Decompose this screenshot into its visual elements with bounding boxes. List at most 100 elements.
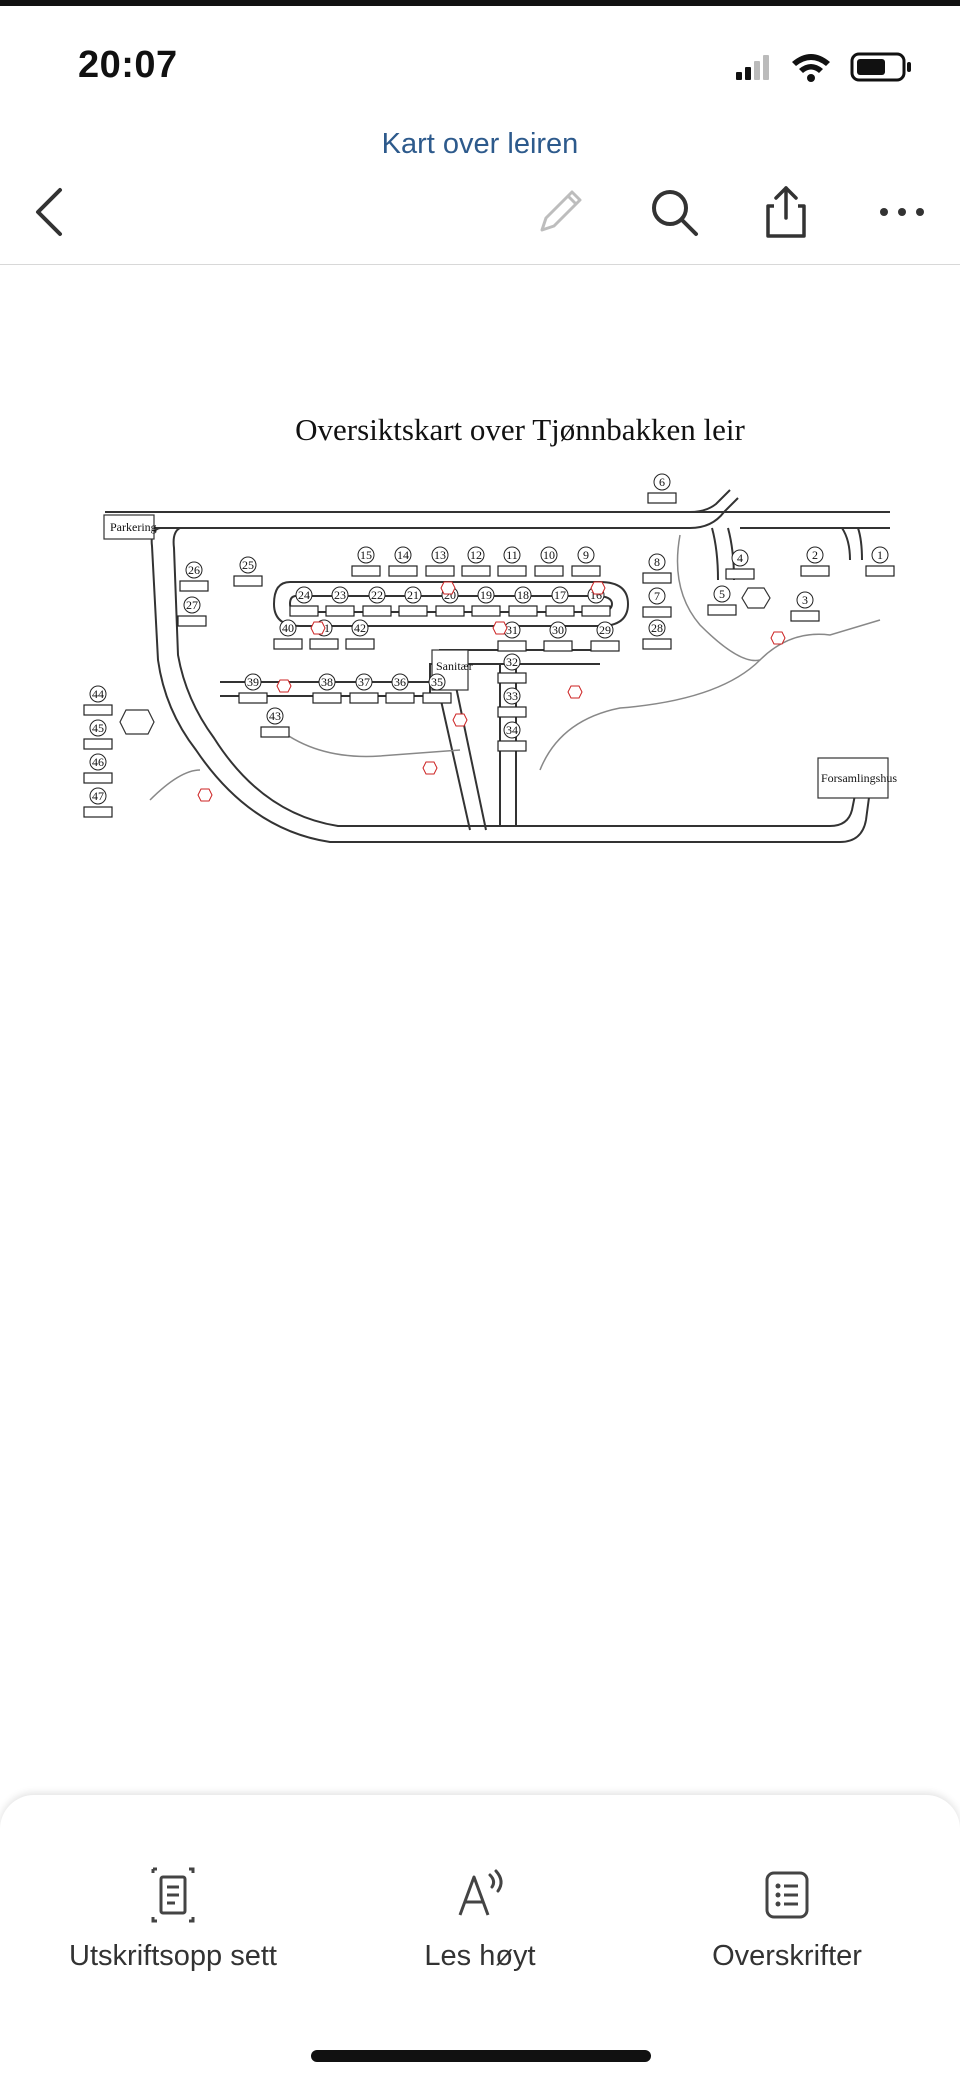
campsite-36: 36 bbox=[385, 673, 415, 704]
campsite-number-circle bbox=[355, 673, 373, 691]
tent-marker bbox=[233, 575, 263, 587]
document-title: Kart over leiren bbox=[381, 128, 579, 160]
tent-marker bbox=[179, 580, 209, 592]
tent-marker bbox=[707, 604, 737, 616]
tent-marker bbox=[497, 672, 527, 684]
campsite-26: 26 bbox=[179, 561, 209, 592]
campsite-number: 15 bbox=[360, 548, 372, 562]
map-title: Oversiktskart over Tjønnbakken leir bbox=[295, 412, 745, 447]
campsite-35: 35 bbox=[422, 673, 452, 704]
campsite-29: 29 bbox=[590, 621, 620, 652]
campsite-number: 39 bbox=[247, 675, 259, 689]
campsite-12: 12 bbox=[461, 546, 491, 577]
campsite-10: 10 bbox=[534, 546, 564, 577]
tent-marker bbox=[273, 638, 303, 650]
campsite-number-circle bbox=[648, 553, 666, 571]
tent-marker bbox=[790, 610, 820, 622]
share-icon[interactable] bbox=[754, 180, 818, 244]
firepit-marker bbox=[440, 581, 456, 595]
campsite-number: 43 bbox=[269, 709, 281, 723]
campsite-number-circle bbox=[357, 546, 375, 564]
campsite-number: 44 bbox=[92, 687, 104, 701]
status-icons bbox=[736, 52, 911, 82]
tent-marker bbox=[425, 565, 455, 577]
status-time: 20:07 bbox=[78, 44, 178, 86]
firepit-layer bbox=[197, 581, 786, 802]
campsite-32: 32 bbox=[497, 653, 527, 684]
campsite-25: 25 bbox=[233, 556, 263, 587]
tent-marker bbox=[497, 706, 527, 718]
campsite-number: 1 bbox=[877, 548, 883, 562]
headings-button[interactable]: Overskrifter bbox=[637, 1865, 937, 1973]
campsite-layer: 1234567891011121314151617181920212223242… bbox=[83, 473, 895, 818]
hexagon-shelter bbox=[119, 709, 155, 735]
campsite-number: 2 bbox=[812, 548, 818, 562]
campsite-number: 37 bbox=[358, 675, 370, 689]
campsite-number-circle bbox=[503, 687, 521, 705]
campsite-number-circle bbox=[428, 673, 446, 691]
tent-marker bbox=[83, 704, 113, 716]
campsite-number: 47 bbox=[92, 789, 104, 803]
campsite-number: 25 bbox=[242, 558, 254, 572]
campsite-number: 31 bbox=[506, 623, 518, 637]
campsite-2: 2 bbox=[800, 546, 830, 577]
campsite-number: 24 bbox=[298, 588, 310, 602]
campsite-number: 26 bbox=[188, 563, 200, 577]
more-icon[interactable] bbox=[870, 180, 934, 244]
campsite-number: 6 bbox=[659, 475, 665, 489]
campsite-19: 19 bbox=[471, 586, 501, 617]
campsite-42: 42 bbox=[345, 619, 375, 650]
campsite-number: 3 bbox=[802, 593, 808, 607]
search-icon[interactable] bbox=[642, 180, 706, 244]
campsite-number-circle bbox=[244, 673, 262, 691]
campsite-number-circle bbox=[89, 787, 107, 805]
tent-marker bbox=[800, 565, 830, 577]
campsite-number: 9 bbox=[583, 548, 589, 562]
tent-marker bbox=[260, 726, 290, 738]
campsite-24: 24 bbox=[289, 586, 319, 617]
campsite-number: 13 bbox=[434, 548, 446, 562]
print-layout-button[interactable]: Utskriftsopp sett bbox=[23, 1865, 323, 1973]
campsite-28: 28 bbox=[642, 619, 672, 650]
campsite-47: 47 bbox=[83, 787, 113, 818]
read-aloud-button[interactable]: Les høyt bbox=[330, 1865, 630, 1973]
campsite-38: 38 bbox=[312, 673, 342, 704]
tent-marker bbox=[581, 605, 611, 617]
campsite-number-circle bbox=[648, 619, 666, 637]
campsite-number: 28 bbox=[651, 621, 663, 635]
campsite-23: 23 bbox=[325, 586, 355, 617]
campsite-number-circle bbox=[540, 546, 558, 564]
print-layout-icon bbox=[151, 1867, 195, 1923]
pencil-icon[interactable] bbox=[528, 180, 592, 244]
campsite-number-circle bbox=[279, 619, 297, 637]
back-icon[interactable] bbox=[18, 180, 82, 244]
campsite-number: 29 bbox=[599, 623, 611, 637]
home-indicator[interactable] bbox=[311, 2050, 651, 2062]
campsite-number-circle bbox=[796, 591, 814, 609]
tent-marker bbox=[388, 565, 418, 577]
campsite-7: 7 bbox=[642, 587, 672, 618]
tent-marker bbox=[349, 692, 379, 704]
tent-marker bbox=[83, 806, 113, 818]
campsite-number: 10 bbox=[543, 548, 555, 562]
wifi-icon bbox=[792, 54, 830, 82]
tent-marker bbox=[83, 738, 113, 750]
tent-marker bbox=[865, 565, 895, 577]
tent-marker bbox=[325, 605, 355, 617]
campsite-6: 6 bbox=[647, 473, 677, 504]
campsite-number-circle bbox=[503, 546, 521, 564]
tent-marker bbox=[497, 565, 527, 577]
tent-marker bbox=[177, 615, 207, 627]
campsite-number-circle bbox=[89, 753, 107, 771]
campsite-33: 33 bbox=[497, 687, 527, 718]
campsite-30: 30 bbox=[543, 621, 573, 652]
campsite-number-circle bbox=[239, 556, 257, 574]
campsite-13: 13 bbox=[425, 546, 455, 577]
tent-marker bbox=[571, 565, 601, 577]
campsite-18: 18 bbox=[508, 586, 538, 617]
campsite-9: 9 bbox=[571, 546, 601, 577]
bottom-action-sheet: Utskriftsopp sett Les høyt Overskrifter bbox=[0, 1795, 960, 2078]
campsite-number: 45 bbox=[92, 721, 104, 735]
campsite-3: 3 bbox=[790, 591, 820, 622]
header-divider bbox=[0, 264, 960, 265]
